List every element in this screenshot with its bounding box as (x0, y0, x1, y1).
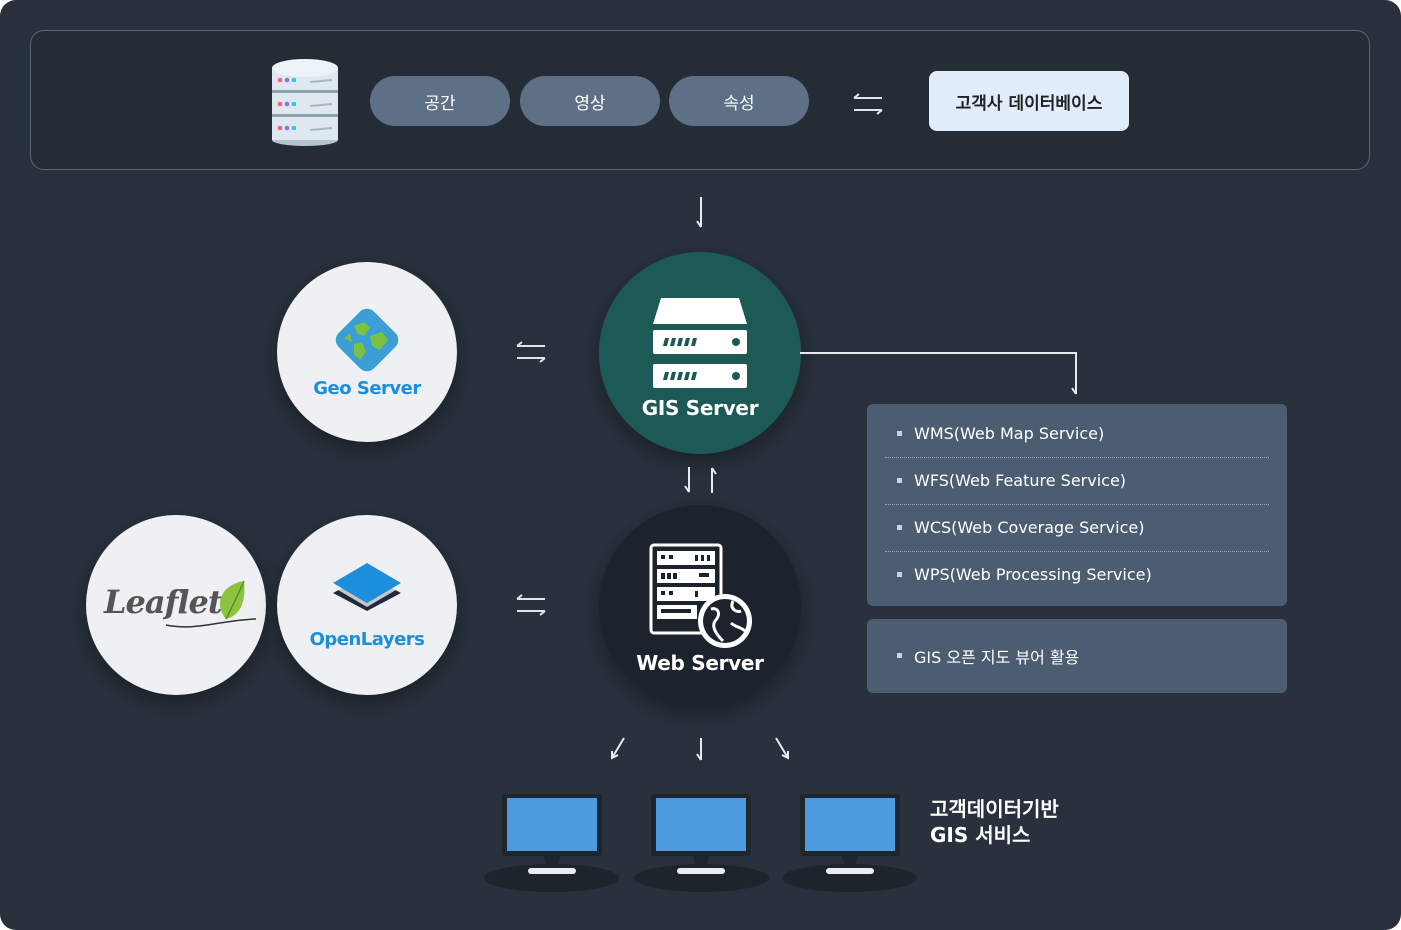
web-server-label: Web Server (636, 651, 764, 675)
pill-imagery: 영상 (520, 76, 660, 126)
geoserver-logo-icon (335, 308, 399, 371)
bullet-icon (897, 431, 902, 436)
service-label: WMS(Web Map Service) (914, 424, 1105, 443)
leaflet-node: Leaflet (86, 515, 266, 695)
result-caption-line2: GIS 서비스 (930, 823, 1031, 847)
service-item-wfs: WFS(Web Feature Service) (885, 457, 1269, 505)
service-label: WPS(Web Processing Service) (914, 565, 1152, 584)
pill-spatial: 공간 (370, 76, 510, 126)
openlayers-label: OpenLayers (309, 628, 425, 650)
bidirectional-arrow-icon (516, 341, 546, 363)
gis-server-label: GIS Server (641, 396, 759, 420)
result-caption: 고객데이터기반 GIS 서비스 (930, 796, 1059, 848)
viewer-item: GIS 오픈 지도 뷰어 활용 (885, 632, 1269, 679)
service-item-wps: WPS(Web Processing Service) (885, 551, 1269, 598)
client-monitor-icon (502, 794, 602, 877)
bullet-icon (897, 572, 902, 577)
bidirectional-arrow-icon (853, 93, 883, 115)
bidirectional-arrow-icon (516, 594, 546, 616)
client-monitor-icon (651, 794, 751, 877)
service-item-wms: WMS(Web Map Service) (885, 410, 1269, 458)
openlayers-node: OpenLayers (277, 515, 457, 695)
viewer-label: GIS 오픈 지도 뷰어 활용 (914, 647, 1080, 667)
server-rack-icon (653, 298, 747, 388)
bullet-icon (897, 653, 902, 658)
openlayers-logo-icon (333, 562, 401, 611)
leaflet-label: Leaflet (104, 583, 223, 621)
web-server-globe-icon (649, 543, 752, 648)
geoserver-node: Geo Server (277, 262, 457, 442)
service-label: WFS(Web Feature Service) (914, 471, 1127, 490)
service-item-wcs: WCS(Web Coverage Service) (885, 504, 1269, 552)
bullet-icon (897, 525, 902, 530)
leaflet-logo: Leaflet (96, 575, 256, 635)
up-down-arrow-icon (684, 467, 717, 493)
web-server-node: Web Server (599, 505, 801, 707)
customer-database-label: 고객사 데이터베이스 (929, 71, 1129, 131)
pill-attribute: 속성 (669, 76, 809, 126)
client-arrows-icon (611, 737, 789, 761)
down-arrow-icon (696, 197, 702, 228)
service-label: WCS(Web Coverage Service) (914, 518, 1145, 537)
leaf-icon (165, 580, 256, 628)
client-monitor-icon (800, 794, 900, 877)
database-icon (272, 59, 338, 146)
gis-to-services-connector (800, 352, 1077, 395)
result-caption-line1: 고객데이터기반 (930, 797, 1059, 821)
geoserver-label: Geo Server (313, 377, 421, 399)
gis-server-node: GIS Server (599, 252, 801, 454)
ogc-services-panel: WMS(Web Map Service) WFS(Web Feature Ser… (867, 404, 1287, 606)
bullet-icon (897, 478, 902, 483)
viewer-panel: GIS 오픈 지도 뷰어 활용 (867, 619, 1287, 693)
